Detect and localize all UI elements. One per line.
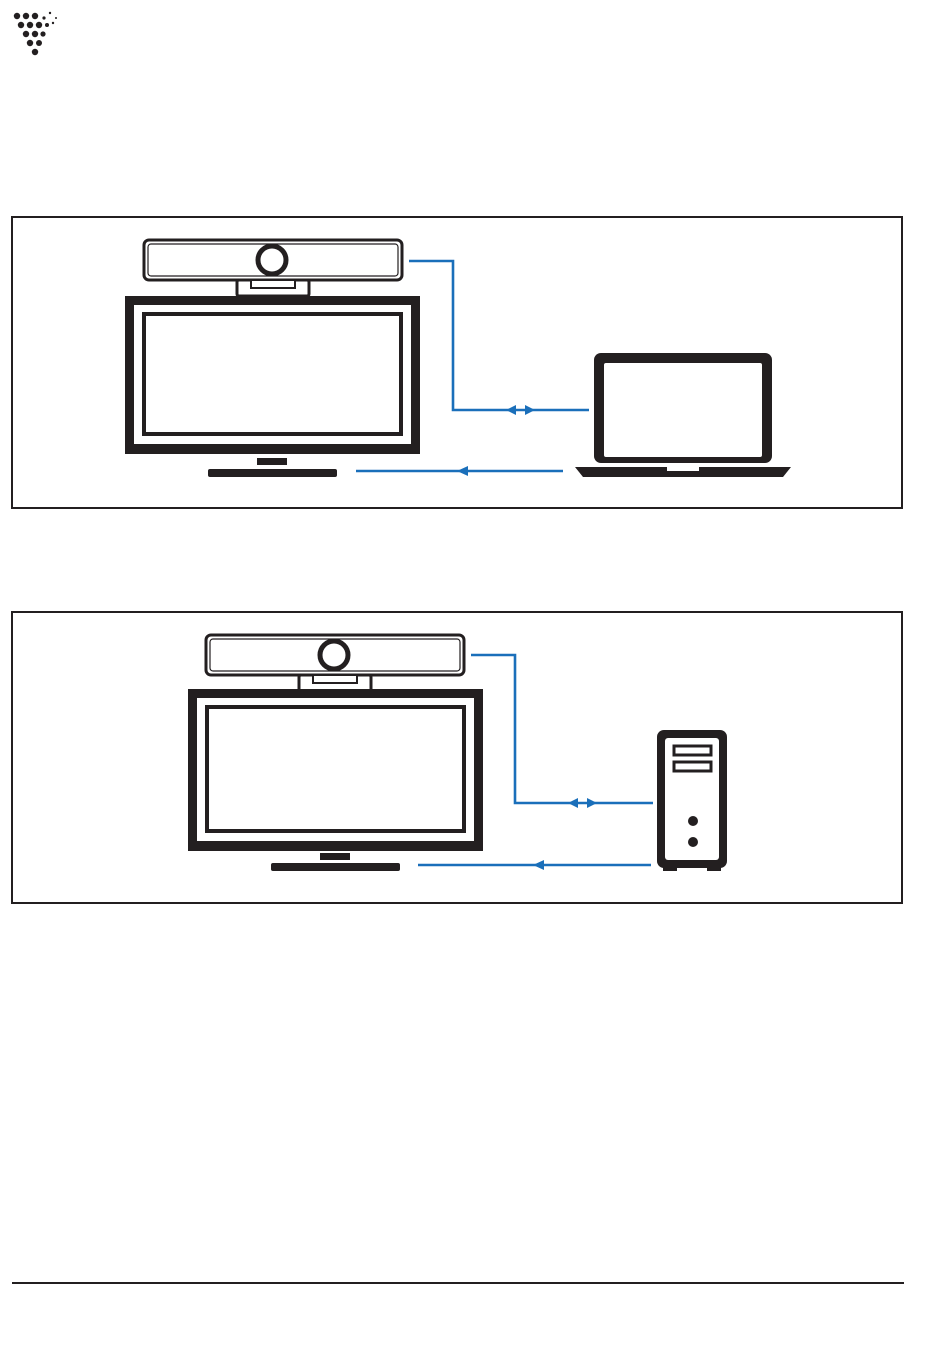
tv-monitor-icon [125,296,420,477]
video-connection [356,466,563,476]
video-bar-camera-icon [206,635,464,691]
left-arrow-icon [533,860,544,870]
diagram-laptop-setup [11,216,903,509]
bidirectional-connection [471,655,653,803]
tv-monitor-icon [188,689,483,871]
laptop-icon [575,353,791,477]
dot-triangle-logo-icon [10,8,66,58]
diagram-desktop-setup [11,611,903,904]
footer-divider [12,1282,904,1284]
video-bar-camera-icon [144,240,402,296]
desktop-tower-icon [657,730,727,871]
bidirectional-connection [409,261,589,410]
left-arrow-icon [457,466,468,476]
video-connection [418,860,651,870]
